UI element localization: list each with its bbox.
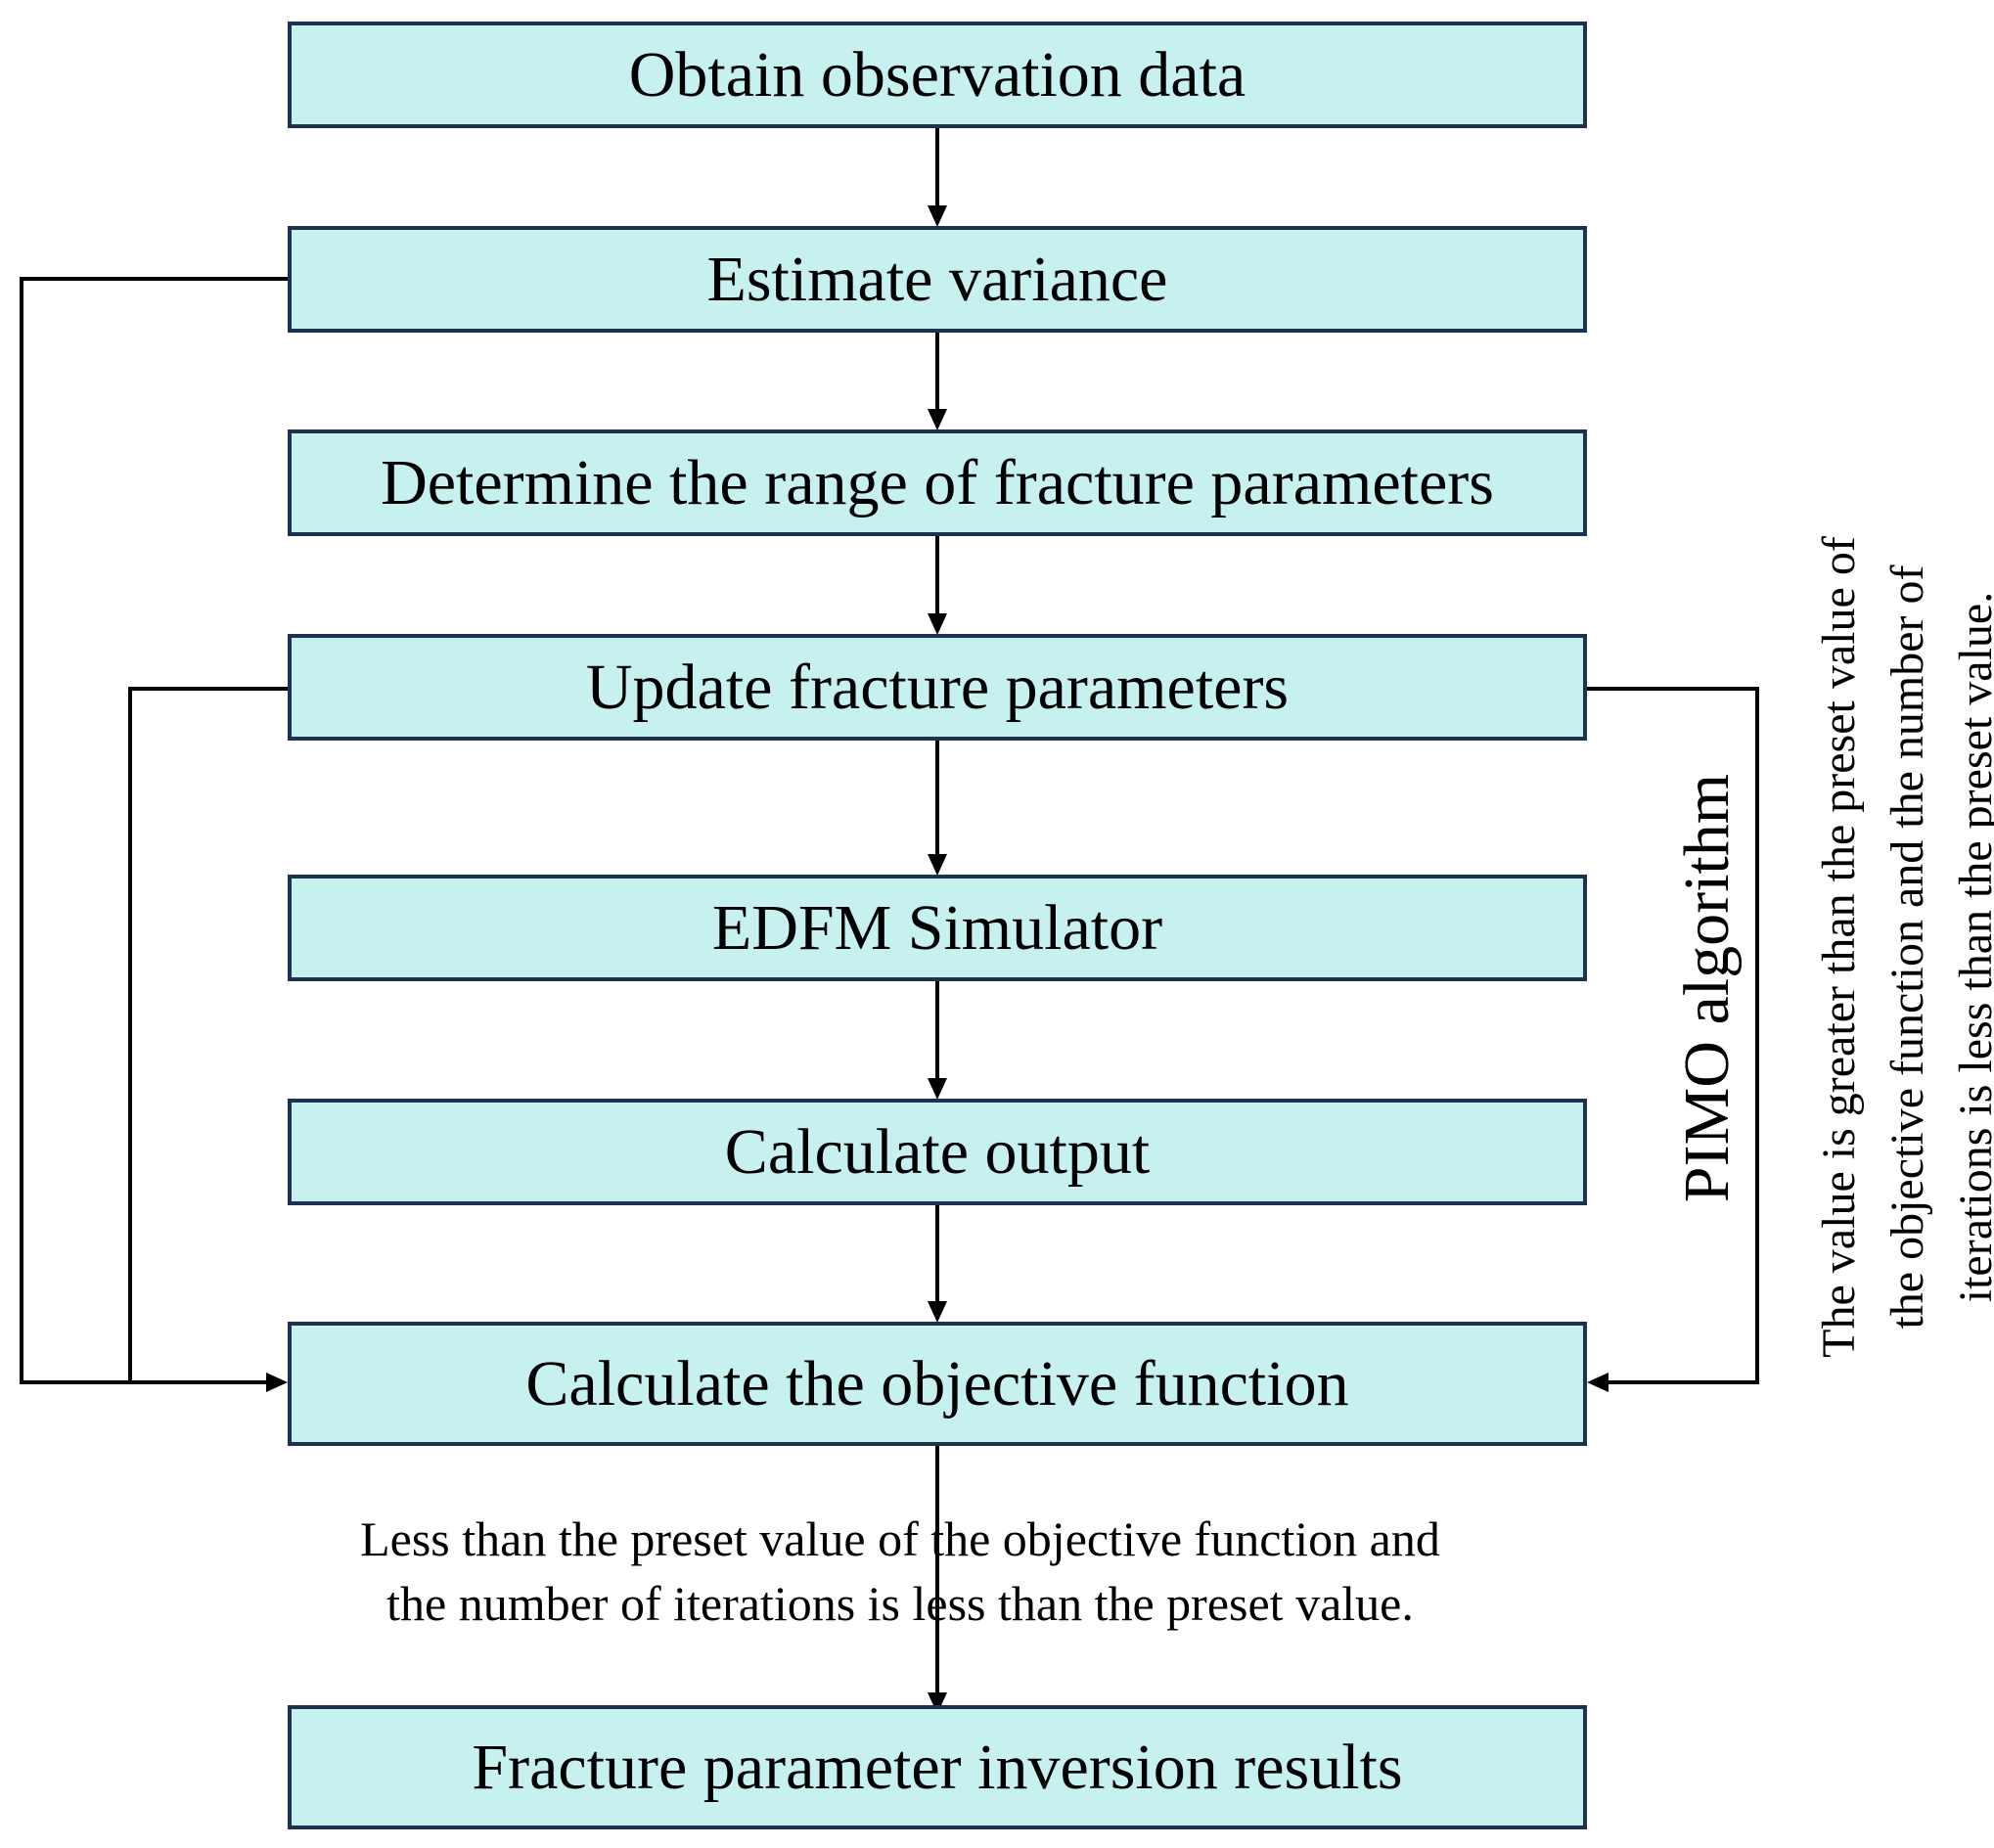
step-calculate-output: Calculate output <box>288 1099 1587 1205</box>
loop-update-to-objective-right <box>1587 687 1759 1384</box>
arrowhead <box>1587 1373 1609 1392</box>
stop-condition-line-1: Less than the preset value of the object… <box>360 1511 1440 1566</box>
step-estimate-variance: Estimate variance <box>288 226 1587 333</box>
step-determine-range: Determine the range of fracture paramete… <box>288 429 1587 536</box>
arrowhead <box>928 1078 947 1100</box>
step-inversion-results: Fracture parameter inversion results <box>288 1705 1587 1829</box>
continue-condition-line-3: iterations is less than the preset value… <box>1950 591 1994 1303</box>
arrowhead <box>928 205 947 227</box>
arrowhead <box>928 854 947 876</box>
stop-condition-note: Less than the preset value of the object… <box>245 1507 1556 1636</box>
arrowhead <box>928 1692 947 1714</box>
arrowhead <box>928 1301 947 1323</box>
step-update-fracture-parameters: Update fracture parameters <box>288 634 1587 741</box>
loop-update-to-objective-left <box>128 687 288 1382</box>
arrowhead <box>928 613 947 635</box>
stop-condition-line-2: the number of iterations is less than th… <box>386 1576 1414 1631</box>
continue-condition-line-2: the objective function and the number of <box>1881 564 1933 1330</box>
loop-estimate-to-objective <box>20 277 288 1384</box>
arrowhead <box>928 409 947 430</box>
step-obtain-observation-data: Obtain observation data <box>288 22 1587 128</box>
step-calculate-objective-function: Calculate the objective function <box>288 1322 1587 1446</box>
continue-condition-line-1: The value is greater than the preset val… <box>1813 536 1865 1358</box>
step-edfm-simulator: EDFM Simulator <box>288 875 1587 981</box>
pimo-algorithm-text: PIMO algorithm <box>1671 773 1743 1203</box>
arrowhead <box>266 1373 288 1392</box>
